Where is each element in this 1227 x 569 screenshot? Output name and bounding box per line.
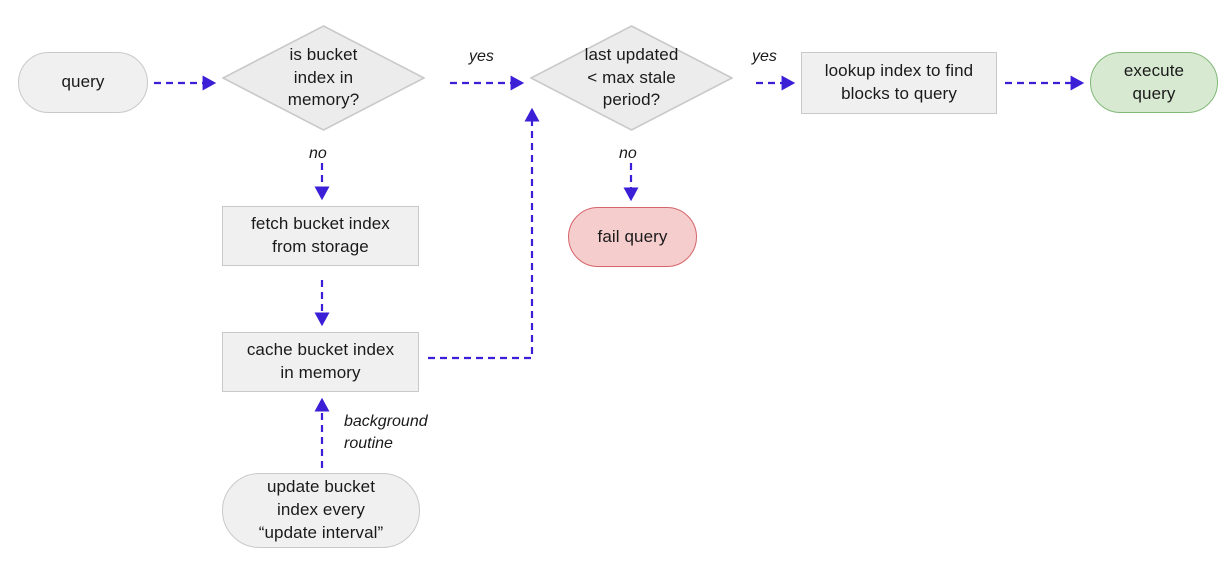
node-execute-query-label: execute query	[1123, 60, 1185, 103]
node-fail-query-label: fail query	[597, 226, 668, 246]
node-last-updated-max-stale-label: last updated < max stale period?	[584, 44, 679, 110]
node-fetch-bucket-index[interactable]: fetch bucket index from storage	[222, 206, 419, 266]
edge-cache-to-stale-check	[428, 107, 540, 360]
edge-label-background-routine: background routine	[344, 413, 428, 452]
node-fail-query[interactable]: fail query	[568, 207, 697, 267]
node-last-updated-max-stale[interactable]: last updated < max stale period?	[530, 25, 733, 131]
node-is-bucket-index-in-memory[interactable]: is bucket index in memory?	[222, 25, 425, 131]
node-query[interactable]: query	[18, 52, 148, 113]
node-is-bucket-index-in-memory-label: is bucket index in memory?	[287, 44, 360, 110]
diamond-shape	[222, 25, 425, 131]
node-execute-query[interactable]: execute query	[1090, 52, 1218, 113]
node-update-bucket-index-label: update bucket index every “update interv…	[258, 477, 384, 542]
node-lookup-index[interactable]: lookup index to find blocks to query	[801, 52, 997, 114]
node-fetch-bucket-index-label: fetch bucket index from storage	[251, 214, 390, 256]
node-lookup-index-label: lookup index to find blocks to query	[824, 61, 974, 103]
edge-label-memory-yes: yes	[469, 48, 494, 65]
node-cache-bucket-index[interactable]: cache bucket index in memory	[222, 332, 419, 392]
node-cache-bucket-index-label: cache bucket index in memory	[246, 340, 395, 382]
edge-label-memory-no: no	[309, 145, 327, 162]
node-update-bucket-index[interactable]: update bucket index every “update interv…	[222, 473, 420, 548]
edge-label-stale-yes: yes	[752, 48, 777, 65]
edge-label-stale-no: no	[619, 145, 637, 162]
node-query-label: query	[61, 72, 105, 92]
diamond-shape	[530, 25, 733, 131]
